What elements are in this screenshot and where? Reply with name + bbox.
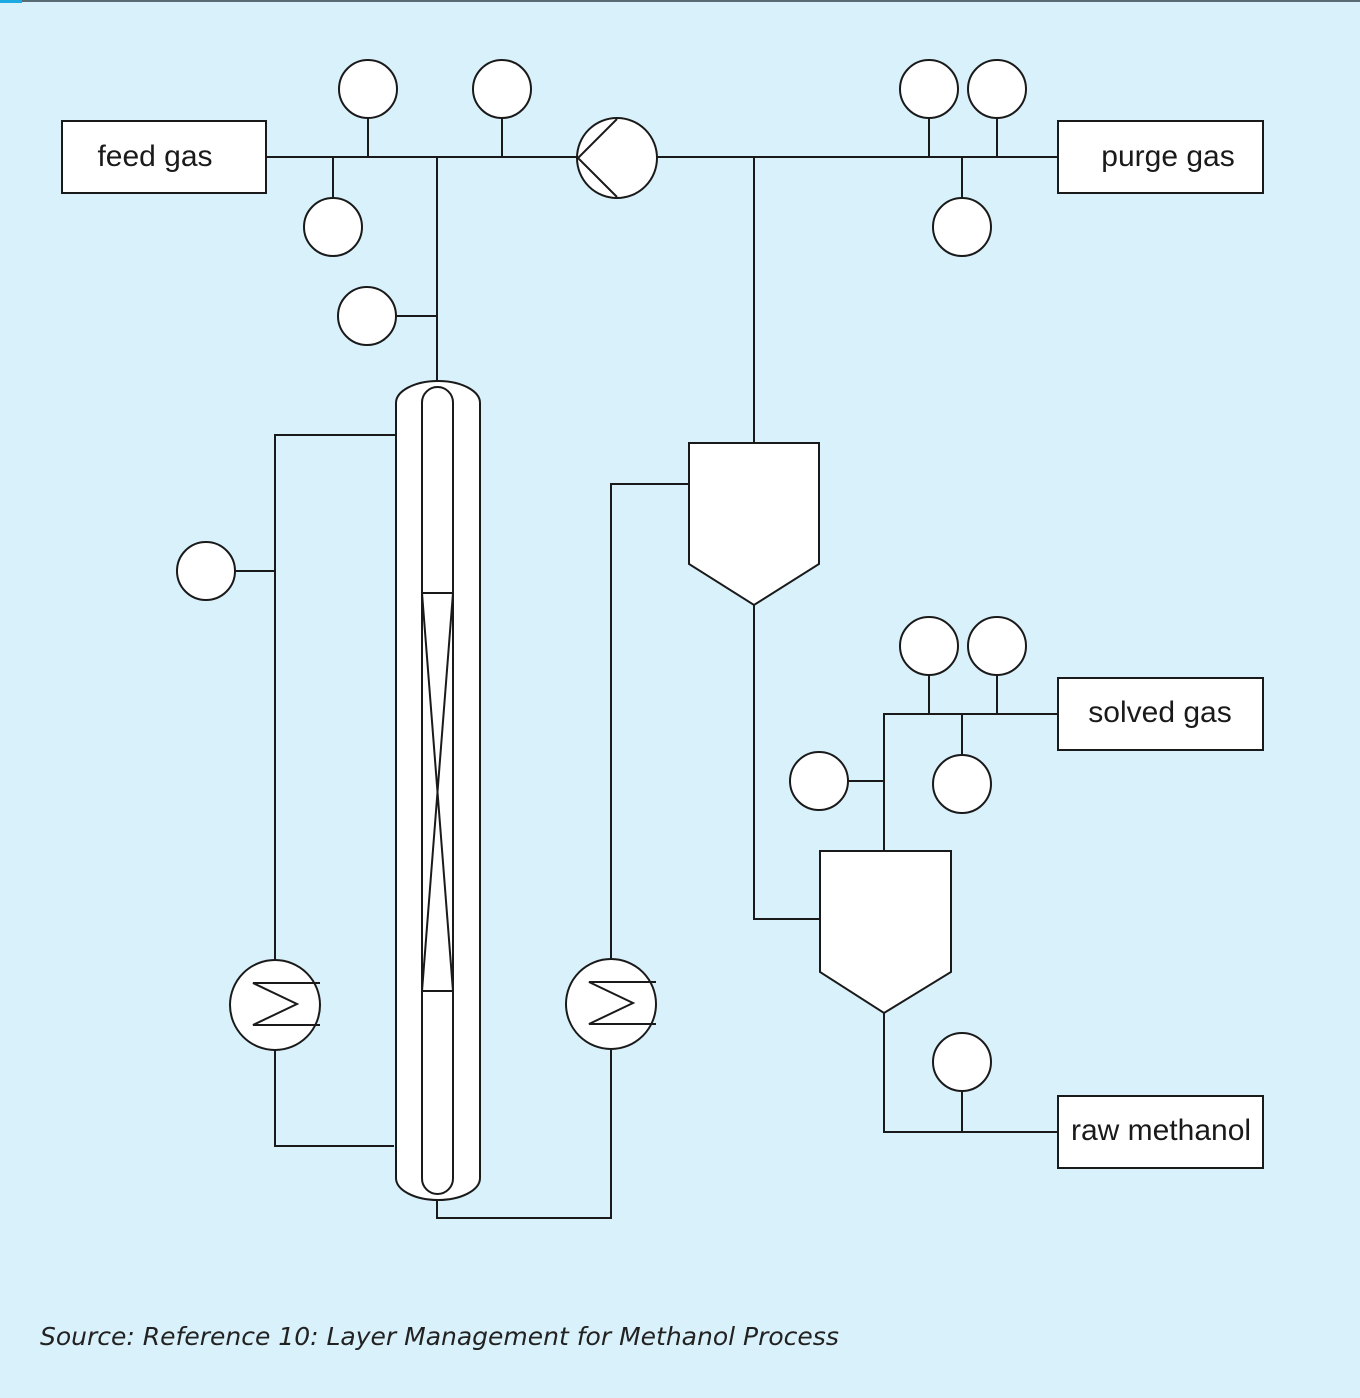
instrument-circle [967,59,1027,119]
purge-line-instruments [899,59,1027,257]
process-flow-diagram: feed gas purge gas [61,59,1264,1219]
purge-gas-label: purge gas [1101,140,1234,173]
instrument-circle [337,286,397,346]
solved-gas-box: solved gas [1057,677,1264,751]
heat-exchanger-right [565,958,657,1050]
feed-gas-box: feed gas [61,120,267,194]
top-accent [0,0,22,3]
feed-line-instruments [303,59,532,257]
instrument-circle [176,541,236,601]
hp-separator [688,157,820,920]
instrument-circle [932,197,992,257]
reactor-feed-line [337,157,438,381]
feed-gas-label: feed gas [97,140,212,173]
instrument-circle [789,751,849,811]
reactor-column [395,380,481,1201]
instrument-circle [967,616,1027,676]
instrument-circle [899,616,959,676]
purge-gas-box: purge gas [1057,120,1264,194]
instrument-circle [932,1032,992,1092]
instrument-circle [472,59,532,119]
solved-gas-line [789,616,1058,851]
reactor-outlet-line [436,483,689,1219]
instrument-circle [899,59,959,119]
raw-methanol-box: raw methanol [1057,1095,1264,1169]
heat-exchanger-left [229,959,321,1051]
solved-gas-label: solved gas [1088,696,1231,729]
compressor [576,117,658,199]
instrument-circle [303,197,363,257]
left-cooling-loop [176,434,396,1147]
lp-separator [819,850,952,1015]
top-rule [0,0,1360,2]
instrument-circle [932,754,992,814]
instrument-circle [338,59,398,119]
raw-methanol-line [883,1013,1058,1133]
source-caption: Source: Reference 10: Layer Management f… [40,1322,839,1351]
raw-methanol-label: raw methanol [1071,1114,1251,1147]
